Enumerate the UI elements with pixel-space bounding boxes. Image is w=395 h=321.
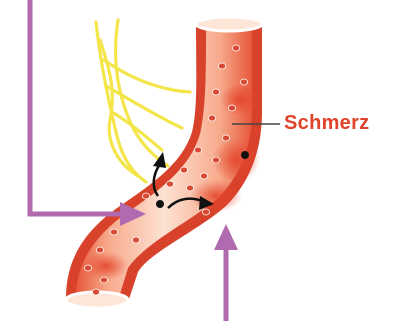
blood-particle [186,185,193,191]
blood-particle [110,229,117,235]
blood-particle [180,167,187,173]
blood-particle [232,45,239,51]
pressure-arrow-bottom-head [214,224,238,250]
blood-particle [166,181,173,187]
blood-particle [212,157,219,163]
blood-particle [84,265,91,271]
blood-particle [228,105,235,111]
nerve-fiber [106,86,182,128]
blood-particle [208,115,215,121]
pressure-arrow-left-path [30,0,122,214]
blood-particle [92,289,99,295]
blood-particle [218,63,225,69]
blood-particle [100,277,107,283]
nerve-fiber [116,20,168,166]
blood-particle [200,173,207,179]
nerve-fiber [100,40,138,176]
blood-particle [202,209,209,215]
blood-particle [132,237,139,243]
nerve-fibers [96,20,190,182]
blood-particle [240,79,247,85]
blood-particle [212,89,219,95]
blood-particle [96,247,103,253]
pain-label: Schmerz [284,112,369,135]
flow-origin-dot [156,200,164,208]
inflammation-spot [190,180,242,212]
blood-particle [194,147,201,153]
flow-origin-dot [241,151,249,159]
blood-particle [222,135,229,141]
vessel-opening-top [196,17,262,31]
inflammation-spot [220,84,260,116]
blood-particle [142,193,149,199]
